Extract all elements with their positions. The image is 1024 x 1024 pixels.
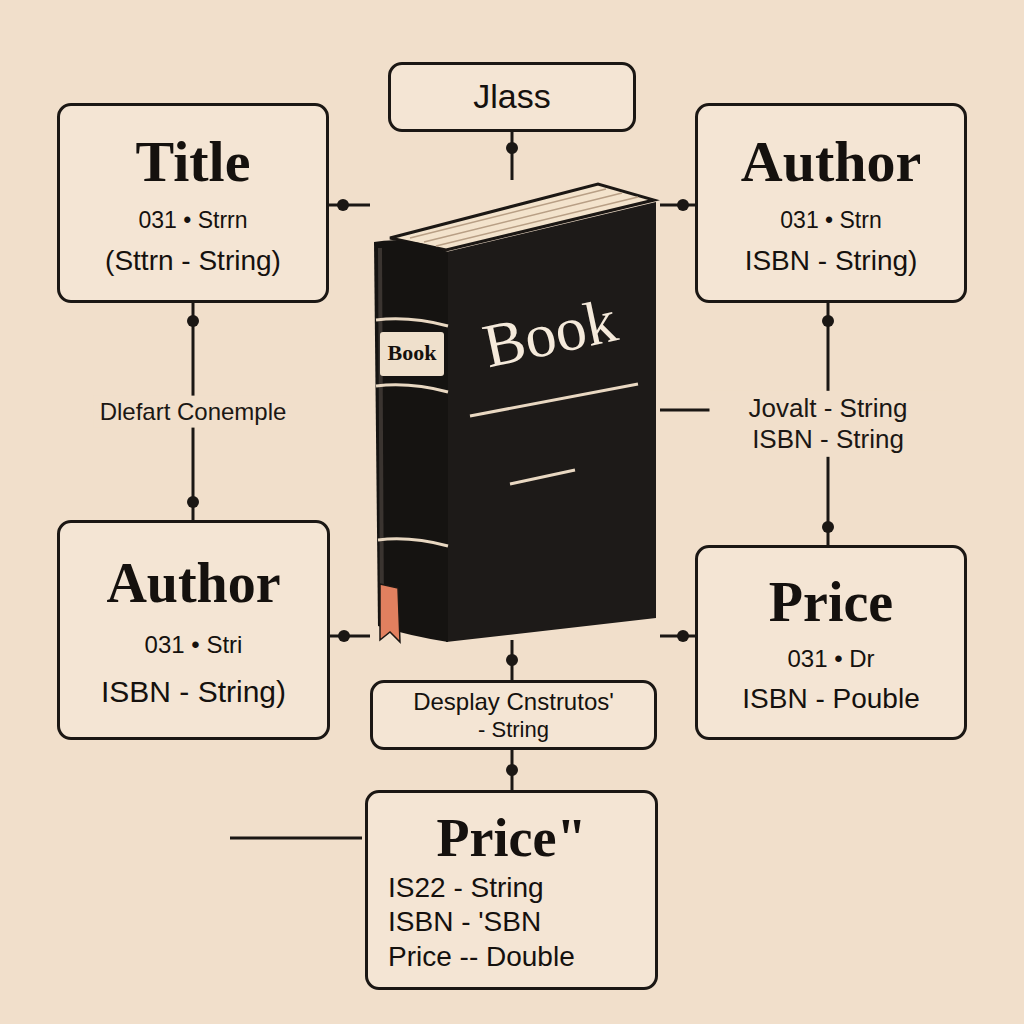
joint-dot	[677, 630, 689, 642]
connector-line	[827, 303, 830, 545]
spine-highlight	[380, 248, 382, 622]
box-heading: Price	[769, 570, 893, 634]
stub-line	[230, 837, 362, 840]
box-heading: Title	[136, 129, 251, 196]
book-node: BookBook	[370, 180, 660, 640]
attribute-box: Title 031 • Strrn (Sttrn - String)	[57, 103, 329, 303]
attribute-box: Author 031 • StriISBN - String)	[57, 520, 330, 740]
joint-dot	[187, 315, 199, 327]
spine-title: Book	[380, 340, 444, 365]
cover-title: Book	[459, 281, 640, 386]
edge-label: Jovalt - String ISBN - String	[710, 391, 947, 457]
book-spine	[374, 240, 448, 642]
attribute-line: (Sttrn - String)	[105, 245, 281, 277]
attribute-line: 031 • Strn	[780, 207, 881, 233]
connector-line	[511, 132, 514, 180]
connector-line	[192, 303, 195, 520]
attribute-box: Price"IS22 - StringISBN - 'SBNPrice -- D…	[365, 790, 658, 990]
attribute-line: ISBN - String)	[101, 675, 286, 710]
attribute-line: ISBN - Pouble	[742, 683, 919, 715]
joint-dot	[822, 315, 834, 327]
attribute-line: 031 • Stri	[145, 631, 243, 659]
joint-dot	[337, 199, 349, 211]
joint-dot	[187, 496, 199, 508]
joint-dot	[506, 764, 518, 776]
class-name: Jlass	[473, 77, 550, 116]
box-heading: Author	[106, 551, 280, 615]
joint-dot	[506, 654, 518, 666]
attribute-line: ISBN - String)	[745, 245, 918, 277]
attribute-line: 031 • Dr	[787, 645, 874, 673]
box-heading: Price"	[437, 807, 587, 869]
attribute-line: IS22 - String	[382, 872, 641, 904]
joint-dot	[338, 630, 350, 642]
book-illustration	[374, 184, 656, 642]
joint-dot	[822, 521, 834, 533]
book-cover	[446, 202, 656, 642]
method-type: - String	[478, 717, 549, 742]
attribute-line: ISBN - 'SBN	[382, 906, 641, 938]
box-heading: Author	[741, 129, 921, 196]
joint-dot	[506, 142, 518, 154]
edge-label: Dlefart Conemple	[94, 395, 293, 428]
spine-bands	[376, 319, 448, 546]
leader-line	[660, 409, 710, 412]
spine-label-plate	[380, 332, 444, 376]
bookmark-ribbon	[380, 584, 400, 642]
joint-dot	[677, 199, 689, 211]
class-box: Jlass	[388, 62, 636, 132]
attribute-box: Price 031 • Dr ISBN - Pouble	[695, 545, 967, 740]
attribute-box: Author 031 • StrnISBN - String)	[695, 103, 967, 303]
cover-lines	[470, 384, 638, 484]
attribute-line: Price -- Double	[382, 941, 641, 973]
method-box: Desplay Cnstrutos'- String	[370, 680, 657, 750]
method-name: Desplay Cnstrutos'	[413, 688, 614, 716]
connector-line	[329, 204, 370, 207]
attribute-line: 031 • Strrn	[138, 207, 247, 233]
